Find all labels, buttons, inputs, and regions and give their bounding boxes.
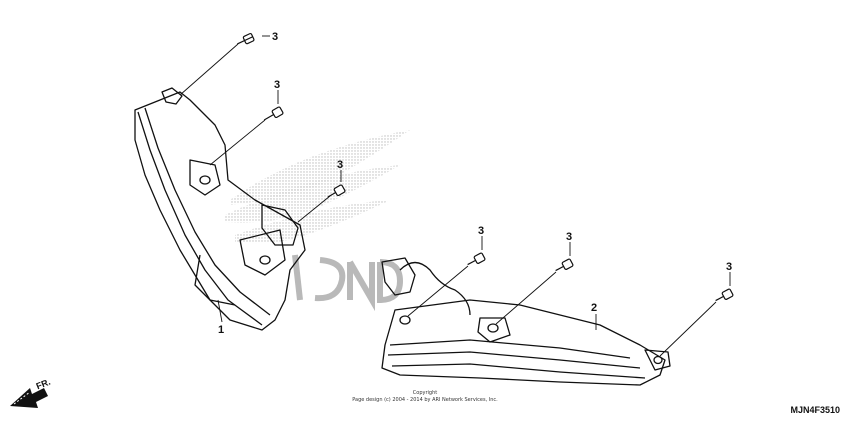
leader-screw-c-axis [297,195,331,223]
part-1-mount-boss [189,159,221,196]
callout-screw-e: 3 [566,231,572,243]
leader-1 [217,299,223,323]
part-1-lower-lip [194,254,236,306]
screw-e [555,258,574,272]
watermark-wing-lower [235,200,390,244]
part-2-mount-boss [477,317,511,343]
brand-watermark [225,130,410,312]
part-2-screw-hole-1 [399,315,411,325]
callout-screw-c: 3 [337,159,343,171]
copyright-line-1: Copyright [412,390,438,396]
leader-screw-b-axis [209,119,266,166]
part-1-screw-hole-2 [259,255,271,265]
part-2-end-tab [644,349,671,371]
copyright-line-2: Page design (c) 2004 - 2014 by ARI Netwo… [352,397,498,403]
callout-screw-b: 3 [274,79,280,91]
part-2-right-lamp [381,257,671,386]
callout-screw-a: 3 [272,31,278,43]
screw-f [715,288,734,302]
part-2-screw-hole-2 [487,323,499,333]
part-1-left-cover [134,87,306,331]
part-2-screw-hole-3 [653,355,663,365]
leader-screw-e-axis [495,271,557,325]
callout-screw-f: 3 [726,261,732,273]
part-1-mid-boss [239,229,286,276]
diagram-code: MJN4F3510 [790,405,840,415]
front-arrow-icon [10,388,48,408]
callout-part-2: 2 [591,302,597,314]
part-2-harness [399,261,471,316]
watermark-wing-upper [230,130,410,205]
callout-part-1: 1 [218,324,224,336]
part-1-lens-inner [144,107,271,316]
callout-screw-d: 3 [478,225,484,237]
screw-b [263,106,284,121]
part-2-lens-bottom [391,363,646,379]
leader-screw-d-axis [407,265,469,317]
part-1-mount-tab-top [161,87,183,105]
part-2-lens-top [389,339,631,359]
part-1-outer-rim [134,91,306,331]
screws [237,33,734,302]
part-1-lens-edge [137,111,263,326]
screw-d [467,252,486,266]
screw-a [237,33,255,45]
screw-c [327,184,346,198]
leader-lines [179,35,731,357]
leader-screw-f-axis [659,301,717,357]
part-2-body [381,299,666,386]
leader-screw-a-axis [179,43,239,96]
part-2-connector [381,257,416,296]
part-1-screw-hole-1 [199,175,211,185]
part-1-connector [261,204,299,246]
part-2-lens-mid [387,351,641,369]
